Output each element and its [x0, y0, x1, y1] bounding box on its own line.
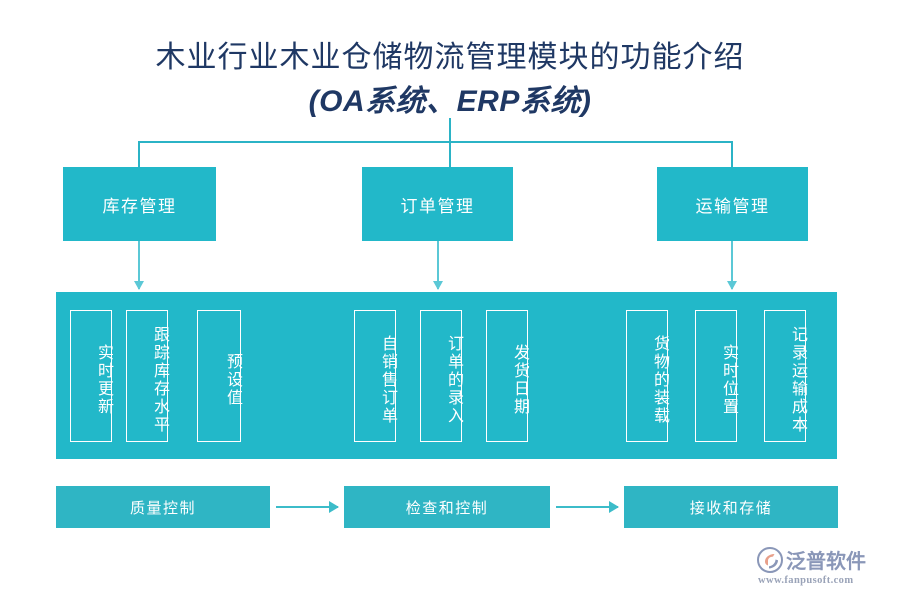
page-title: 木业行业木业仓储物流管理模块的功能介绍 (OA系统、ERP系统): [0, 38, 900, 121]
feature-card-label: 自销售订单: [379, 335, 396, 425]
bottom-box-quality-control[interactable]: 质量控制: [56, 486, 270, 528]
brand-logo-row: 泛普软件: [757, 545, 866, 574]
feature-card-label: 记录运输成本: [789, 326, 806, 434]
feature-card-label: 实时位置: [720, 344, 737, 416]
feature-card-track-stock-level[interactable]: 跟踪库存水平: [126, 310, 168, 442]
bottom-box-inspection-control[interactable]: 检查和控制: [344, 486, 550, 528]
connector-bus-horizontal: [138, 141, 732, 143]
arrow-down-order-icon: [433, 241, 443, 290]
top-box-order-label: 订单管理: [400, 196, 475, 216]
arrow-down-inventory-icon: [134, 241, 144, 290]
top-box-inventory-label: 库存管理: [102, 196, 177, 216]
brand-url: www.fanpusoft.com: [758, 575, 854, 586]
top-box-inventory[interactable]: 库存管理: [63, 167, 216, 241]
arrow-right-inspection-to-receiving-icon: [556, 501, 619, 513]
feature-card-realtime-location[interactable]: 实时位置: [695, 310, 737, 442]
fanpu-logo-mark-icon: [757, 546, 783, 573]
arrow-right-quality-to-inspection-icon: [276, 501, 339, 513]
feature-card-self-sales-order[interactable]: 自销售订单: [354, 310, 396, 442]
bottom-box-label: 接收和存储: [689, 499, 773, 517]
bottom-box-label: 质量控制: [129, 499, 196, 517]
brand-logo: 泛普软件 www.fanpusoft.com: [757, 545, 889, 589]
top-box-order[interactable]: 订单管理: [362, 167, 513, 241]
feature-card-label: 发货日期: [511, 344, 528, 416]
feature-card-label: 预设值: [224, 353, 241, 407]
connector-drop-inventory: [138, 141, 140, 167]
feature-card-cargo-loading[interactable]: 货物的装载: [626, 310, 668, 442]
title-line-1: 木业行业木业仓储物流管理模块的功能介绍: [155, 41, 745, 74]
feature-card-preset-value[interactable]: 预设值: [197, 310, 241, 442]
bottom-box-receiving-storage[interactable]: 接收和存储: [624, 486, 838, 528]
feature-card-label: 跟踪库存水平: [151, 326, 168, 434]
feature-band: 实时更新 跟踪库存水平 预设值 自销售订单 订单的录入 发货日期 货物的装载 实…: [56, 292, 837, 459]
connector-drop-order: [449, 141, 451, 167]
feature-card-label: 货物的装载: [651, 335, 668, 425]
arrow-down-transport-icon: [727, 241, 737, 290]
feature-card-label: 实时更新: [95, 344, 112, 416]
connector-drop-transport: [731, 141, 733, 167]
feature-card-ship-date[interactable]: 发货日期: [486, 310, 528, 442]
title-line-2: (OA系统、ERP系统): [308, 84, 592, 118]
bottom-box-label: 检查和控制: [405, 499, 489, 517]
feature-card-order-entry[interactable]: 订单的录入: [420, 310, 462, 442]
feature-card-realtime-update[interactable]: 实时更新: [70, 310, 112, 442]
feature-card-record-transport-cost[interactable]: 记录运输成本: [764, 310, 806, 442]
brand-name: 泛普软件: [786, 551, 866, 573]
top-box-transport[interactable]: 运输管理: [657, 167, 808, 241]
feature-card-label: 订单的录入: [445, 335, 462, 425]
top-box-transport-label: 运输管理: [695, 196, 770, 216]
